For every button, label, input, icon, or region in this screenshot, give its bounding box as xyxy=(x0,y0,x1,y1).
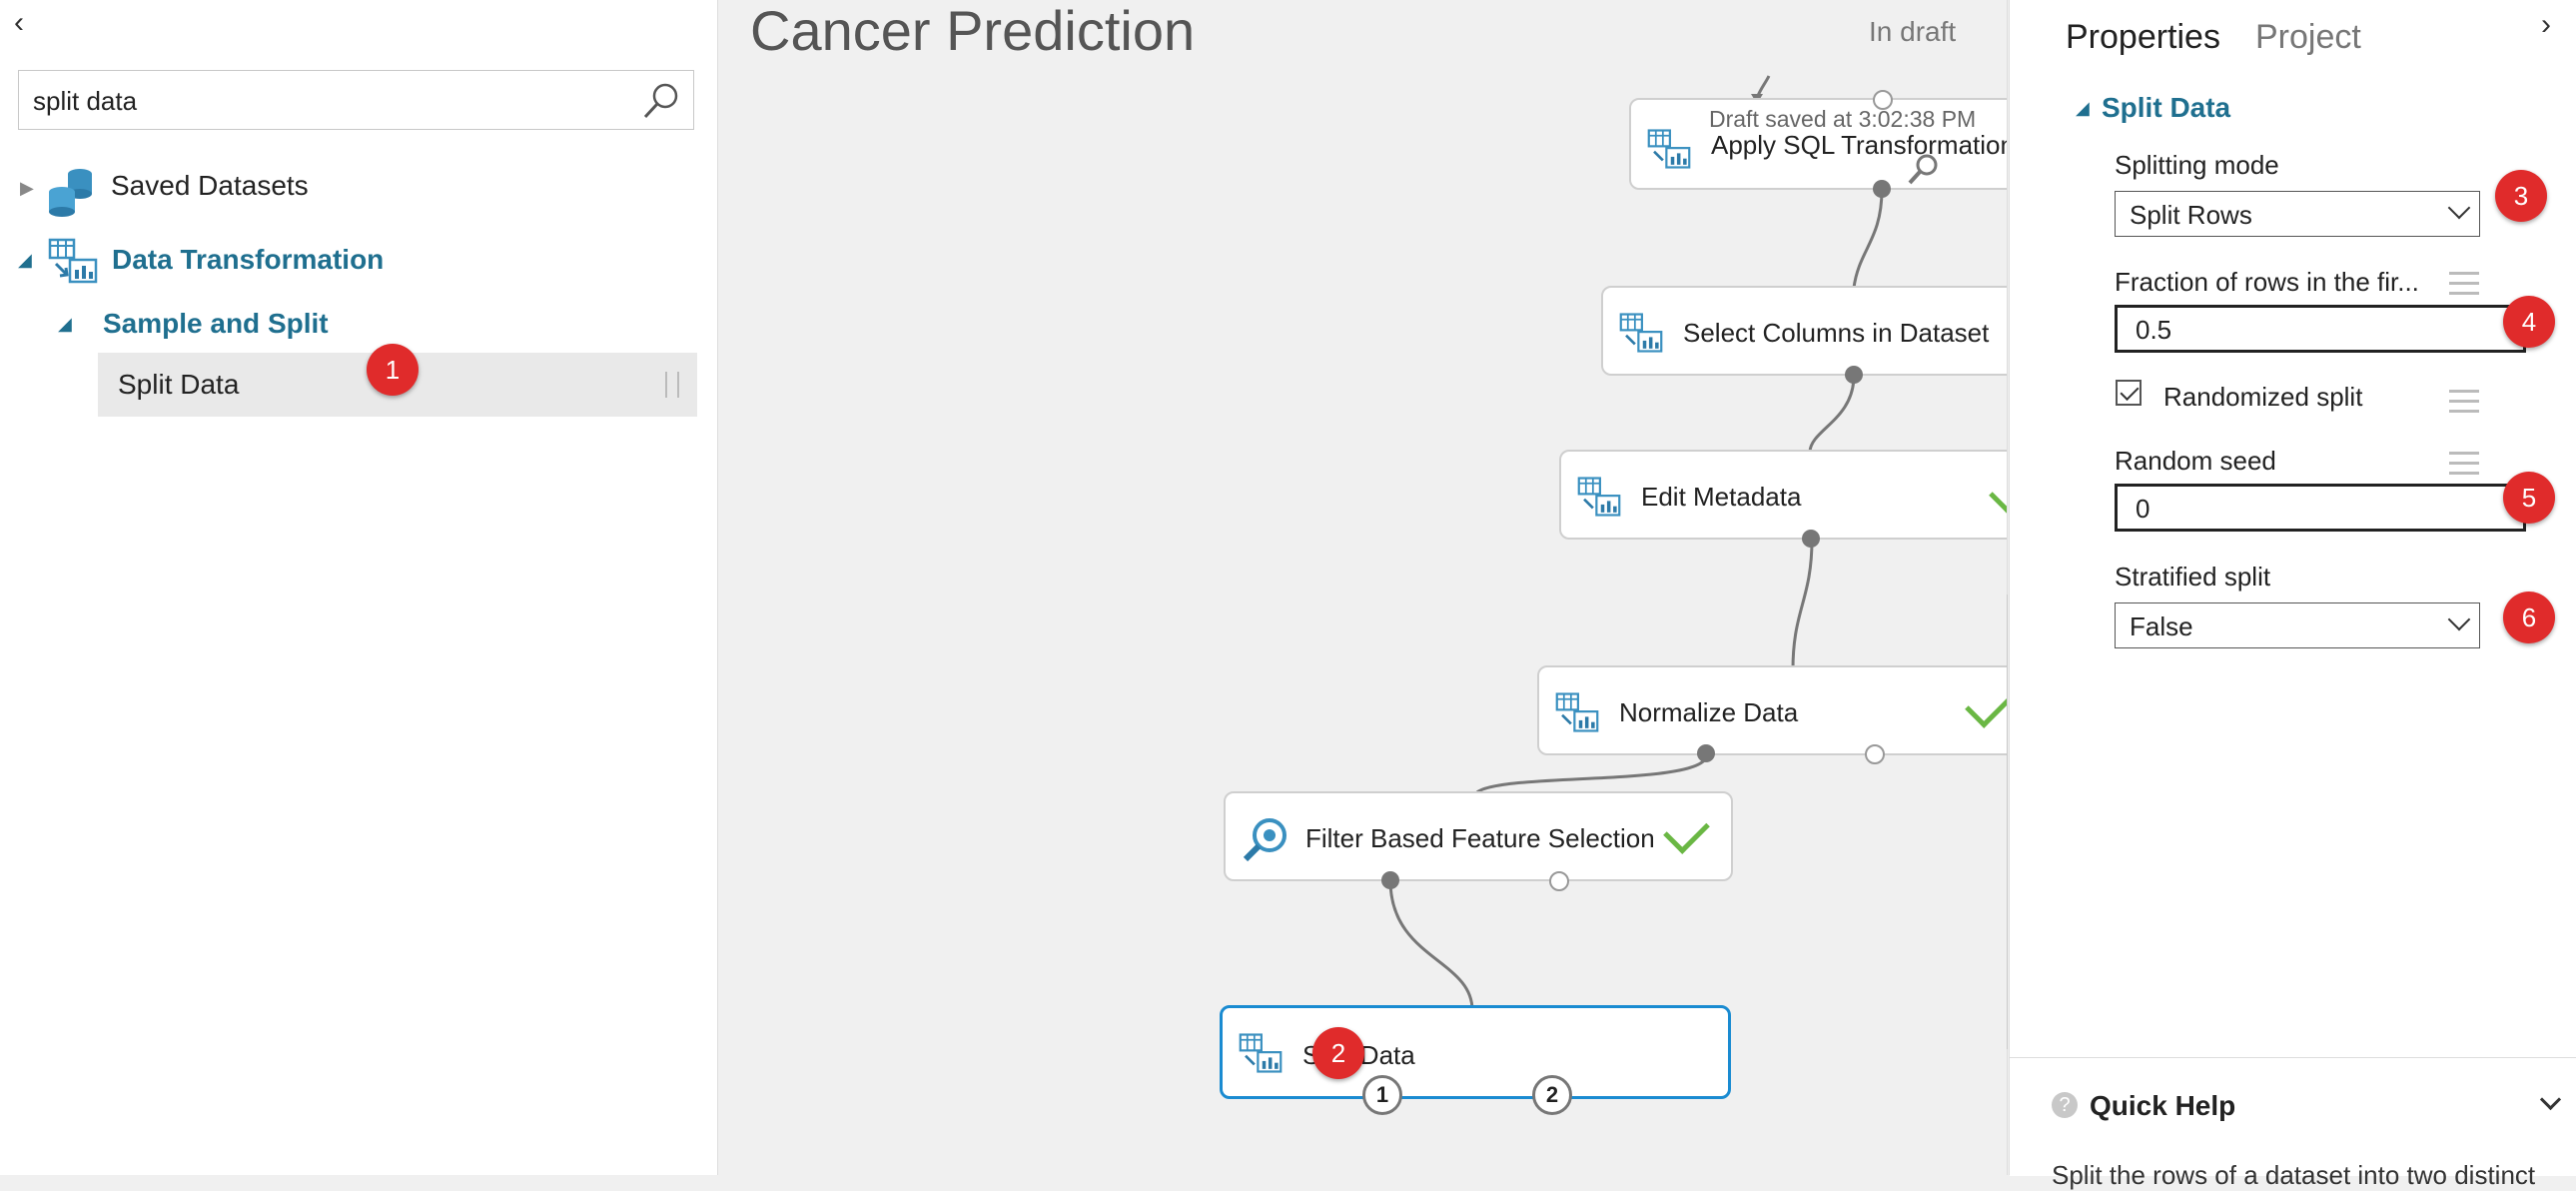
annotation-badge-1: 1 xyxy=(367,344,419,396)
annotation-badge-3: 3 xyxy=(2495,170,2547,222)
splitting-mode-dropdown[interactable]: Split Rows xyxy=(2115,191,2480,237)
tree-item-split-data-label: Split Data xyxy=(118,369,240,400)
module-edit-metadata[interactable]: Edit Metadata xyxy=(1559,450,2008,540)
collapse-data-transformation-icon[interactable]: ◢ xyxy=(18,250,32,270)
success-check-icon xyxy=(1663,807,1710,854)
chevron-down-icon xyxy=(2447,196,2471,220)
module-label: Select Columns in Dataset xyxy=(1683,318,1990,348)
fraction-value: 0.5 xyxy=(2136,315,2172,345)
draft-status: In draft xyxy=(1869,16,1957,47)
stratified-split-dropdown[interactable]: False xyxy=(2115,602,2480,648)
module-icon xyxy=(1555,692,1599,732)
success-check-icon xyxy=(1989,468,2008,515)
tree-item-data-transformation[interactable]: Data Transformation xyxy=(112,244,385,275)
collapse-left-panel-icon[interactable]: ‹ xyxy=(14,6,24,39)
draft-saved-status: Draft saved at 3:02:38 PM xyxy=(1709,106,1977,132)
search-input[interactable] xyxy=(31,79,634,123)
annotation-badge-2: 2 xyxy=(1312,1027,1364,1079)
random-seed-input[interactable]: 0 xyxy=(2115,484,2526,532)
data-transformation-icon xyxy=(48,238,98,284)
output-port-2[interactable]: 2 xyxy=(1532,1075,1572,1115)
tree-item-saved-datasets[interactable]: Saved Datasets xyxy=(111,170,309,201)
datasets-icon xyxy=(49,169,92,217)
visualize-icon[interactable] xyxy=(1905,152,1941,188)
scrollbar-thumb[interactable] xyxy=(2007,595,2008,1049)
collapse-module-section-icon[interactable]: ◢ xyxy=(2076,98,2090,118)
output-port-1[interactable]: 1 xyxy=(1362,1075,1402,1115)
feature-selection-icon xyxy=(1243,818,1287,862)
module-normalize-data[interactable]: Normalize Data xyxy=(1537,665,2008,755)
quick-help-title[interactable]: Quick Help xyxy=(2090,1090,2236,1121)
input-port[interactable] xyxy=(1873,90,1893,110)
module-label: Normalize Data xyxy=(1619,697,1799,727)
module-select-columns-in-dataset[interactable]: Select Columns in Dataset xyxy=(1601,286,2008,376)
collapse-right-panel-icon[interactable]: › xyxy=(2541,8,2551,41)
module-split-data[interactable]: Split Data xyxy=(1220,1005,1731,1099)
module-filter-based-feature-selection[interactable]: Filter Based Feature Selection xyxy=(1224,791,1733,881)
annotation-badge-6: 6 xyxy=(2503,592,2555,643)
module-apply-sql-transformation[interactable]: Apply SQL Transformation xyxy=(1629,98,2008,190)
properties-panel: Properties Project › ◢ Split Data Splitt… xyxy=(2009,0,2576,1190)
quick-help-section: ? Quick Help Split the rows of a dataset… xyxy=(2010,1057,2576,1190)
checkmark-icon xyxy=(2120,381,2140,402)
experiment-title[interactable]: Cancer Prediction xyxy=(750,0,1196,62)
chevron-down-icon[interactable] xyxy=(2539,1088,2562,1111)
tree-item-sample-and-split[interactable]: Sample and Split xyxy=(103,308,329,339)
output-port[interactable] xyxy=(1697,744,1715,762)
annotation-badge-4: 4 xyxy=(2503,296,2555,348)
module-palette: ‹ ▶ Saved Datasets ◢ Data Transformation… xyxy=(0,0,718,1175)
search-box xyxy=(18,70,694,130)
module-icon xyxy=(1239,1033,1283,1073)
chevron-down-icon xyxy=(2447,607,2471,631)
splitting-mode-label: Splitting mode xyxy=(2115,150,2279,180)
expand-saved-datasets-icon[interactable]: ▶ xyxy=(20,178,34,198)
random-seed-label: Random seed xyxy=(2115,446,2276,476)
fraction-input[interactable]: 0.5 xyxy=(2115,305,2526,353)
parameter-menu-icon[interactable] xyxy=(2449,452,2479,476)
drag-handle-icon[interactable] xyxy=(665,372,679,398)
help-icon: ? xyxy=(2052,1092,2078,1118)
success-check-icon xyxy=(1965,681,2008,728)
parameter-menu-icon[interactable] xyxy=(2449,390,2479,414)
search-icon[interactable] xyxy=(641,81,681,121)
output-port-unconnected[interactable] xyxy=(1865,744,1885,764)
tab-project[interactable]: Project xyxy=(2255,18,2361,56)
module-label: Apply SQL Transformation xyxy=(1711,130,2008,160)
experiment-canvas[interactable]: Cancer Prediction In draft xyxy=(718,0,2008,1175)
collapse-sample-and-split-icon[interactable]: ◢ xyxy=(58,314,72,334)
module-icon xyxy=(1647,129,1691,169)
randomized-split-label: Randomized split xyxy=(2163,382,2363,412)
fraction-label: Fraction of rows in the fir... xyxy=(2115,267,2419,297)
annotation-badge-5: 5 xyxy=(2503,472,2555,524)
splitting-mode-value: Split Rows xyxy=(2130,200,2252,230)
parameter-menu-icon[interactable] xyxy=(2449,272,2479,296)
properties-module-name: Split Data xyxy=(2102,92,2231,123)
output-port-unconnected[interactable] xyxy=(1549,871,1569,891)
tab-properties[interactable]: Properties xyxy=(2066,18,2220,56)
module-label: Filter Based Feature Selection xyxy=(1305,823,1655,853)
scrollbar-track xyxy=(2007,0,2008,1175)
stratified-split-label: Stratified split xyxy=(2115,562,2271,592)
stratified-split-value: False xyxy=(2130,611,2193,641)
output-port[interactable] xyxy=(1381,871,1399,889)
random-seed-value: 0 xyxy=(2136,494,2150,524)
module-label: Edit Metadata xyxy=(1641,482,1802,512)
randomized-split-checkbox[interactable] xyxy=(2116,380,2142,406)
output-port[interactable] xyxy=(1873,180,1891,198)
output-port[interactable] xyxy=(1845,366,1863,384)
output-port[interactable] xyxy=(1802,530,1820,548)
module-icon xyxy=(1619,313,1663,353)
quick-help-text: Split the rows of a dataset into two dis… xyxy=(2052,1160,2536,1190)
module-icon xyxy=(1577,477,1621,517)
